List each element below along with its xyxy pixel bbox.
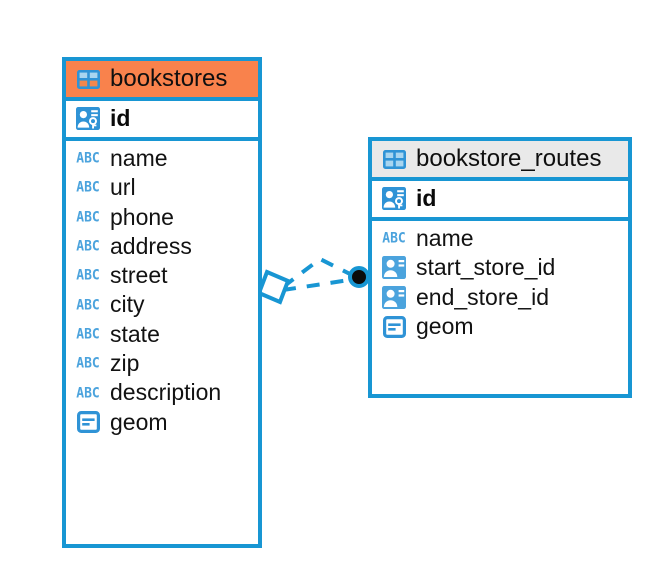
abc-text-icon: ABC (76, 326, 100, 343)
primary-key-icon (381, 187, 407, 211)
entity-title: bookstores (110, 65, 228, 92)
field-label: start_store_id (416, 254, 556, 281)
field-label: description (110, 379, 222, 406)
entity-bookstore-routes[interactable]: bookstore_routes id ABC name (368, 137, 632, 398)
table-icon (75, 67, 101, 91)
field-row-name[interactable]: ABC name (66, 144, 258, 173)
abc-text-icon: ABC (382, 230, 406, 248)
field-label: street (110, 262, 168, 289)
field-row-end-store-id[interactable]: end_store_id (372, 283, 628, 312)
field-label: id (416, 185, 437, 211)
field-label: city (110, 291, 145, 318)
field-label: state (110, 320, 160, 347)
field-row-state[interactable]: ABC state (66, 320, 258, 349)
relationship-line-lower (282, 277, 357, 292)
field-row-address[interactable]: ABC address (66, 232, 258, 261)
entity-header-bookstore-routes[interactable]: bookstore_routes (372, 141, 628, 177)
field-row-primary-key[interactable]: id (66, 97, 258, 141)
entity-bookstores[interactable]: bookstores id ABC name (62, 57, 262, 548)
entity-header-bookstores[interactable]: bookstores (66, 61, 258, 97)
foreign-key-icon (381, 285, 407, 309)
primary-key-icon (75, 107, 101, 131)
field-label: address (110, 232, 192, 259)
field-row-zip[interactable]: ABC zip (66, 349, 258, 378)
abc-text-icon: ABC (76, 179, 100, 197)
field-list-bookstores: ABC name ABC url ABC phone ABC address A… (66, 141, 258, 440)
abc-text-icon: ABC (76, 150, 100, 168)
field-row-geom[interactable]: geom (372, 312, 628, 341)
field-label: id (110, 105, 131, 131)
entity-title: bookstore_routes (416, 145, 602, 172)
table-icon (381, 147, 407, 171)
geometry-icon (75, 410, 101, 434)
relationship-line-upper (281, 256, 357, 289)
field-label: url (110, 174, 136, 201)
abc-text-icon: ABC (76, 267, 100, 285)
field-list-bookstore-routes: ABC name start_store_id (372, 221, 628, 344)
field-row-street[interactable]: ABC street (66, 261, 258, 290)
field-row-name[interactable]: ABC name (372, 224, 628, 253)
field-label: name (416, 225, 474, 251)
field-label: phone (110, 203, 174, 230)
field-label: geom (416, 312, 474, 339)
field-row-phone[interactable]: ABC phone (66, 203, 258, 232)
relationship-source-rhombus-marker (256, 269, 291, 305)
field-row-city[interactable]: ABC city (66, 290, 258, 319)
field-label: geom (110, 408, 168, 435)
field-row-geom[interactable]: geom (66, 408, 258, 437)
field-label: name (110, 145, 168, 171)
abc-text-icon: ABC (76, 296, 100, 314)
abc-text-icon: ABC (76, 238, 100, 255)
foreign-key-icon (381, 256, 407, 280)
field-row-description[interactable]: ABC description (66, 378, 258, 407)
relationship-target-circle-marker (348, 266, 370, 288)
field-row-url[interactable]: ABC url (66, 173, 258, 202)
abc-text-icon: ABC (76, 355, 100, 373)
geometry-icon (381, 315, 407, 339)
abc-text-icon: ABC (76, 384, 100, 402)
field-row-primary-key[interactable]: id (372, 177, 628, 221)
field-label: zip (110, 350, 140, 377)
field-row-start-store-id[interactable]: start_store_id (372, 253, 628, 282)
field-label: end_store_id (416, 283, 549, 310)
abc-text-icon: ABC (76, 208, 100, 226)
